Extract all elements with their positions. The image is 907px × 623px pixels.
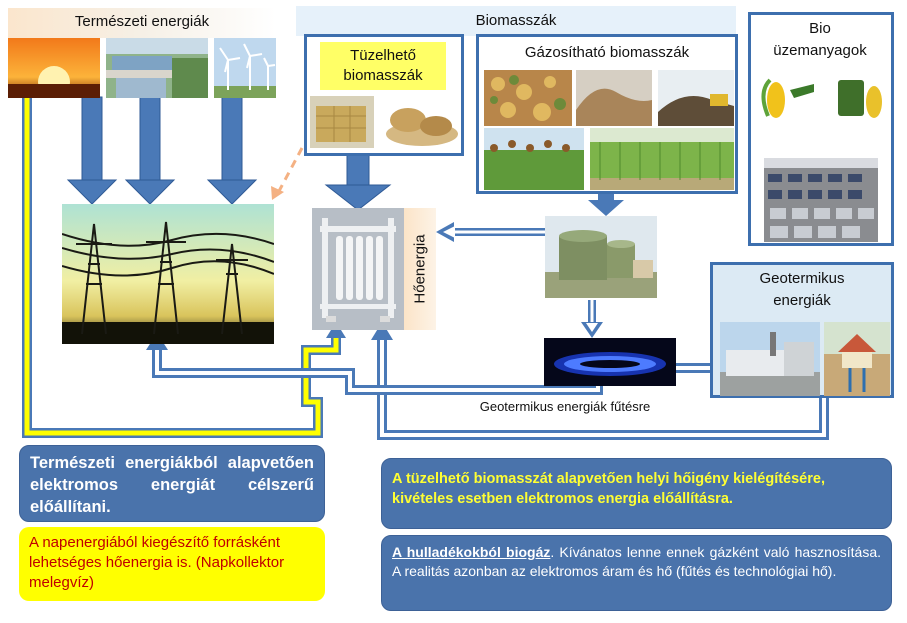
biogas-plant-photo [545, 216, 657, 298]
food-waste-photo [484, 70, 572, 126]
electric-energy-panel: Természeti energiákból alapvetően elektr… [19, 445, 325, 522]
solar-heat-text: A napenergiából kiegészítő forrásként le… [29, 534, 285, 591]
power-lines-photo [62, 204, 274, 344]
biofuel-corn-pump-photo [754, 72, 820, 124]
radiator-photo [312, 208, 404, 330]
hydro-dam-photo [106, 38, 208, 98]
biofuel-pump-photo [826, 72, 890, 124]
biomass-use-panel: A tüzelhető biomasszát alapvetően helyi … [381, 458, 892, 529]
arrow-wind-to-power [206, 96, 258, 205]
geothermal-station-photo [720, 322, 820, 396]
arrow-biogas-to-gas [581, 300, 603, 338]
solar-heat-line [22, 98, 346, 438]
biomass-use-text: A tüzelhető biomasszát alapvetően helyi … [392, 471, 825, 507]
biogas-body: . Kívánatos lenne ennek gázként való has… [392, 544, 881, 579]
biogas-panel: A hulladékokból biogáz. Kívánatos lenne … [381, 535, 892, 611]
corn-field-photo [590, 128, 734, 190]
arrow-biogas-to-heat [436, 222, 545, 242]
compost-tractor-photo [658, 70, 734, 126]
heat-energy-label-svg: Hőenergia [412, 234, 429, 304]
wood-chips-photo [378, 96, 460, 148]
combustible-biomass-title: Tüzelhető biomasszák [320, 42, 446, 90]
geothermal-heating-label: Geotermikus energiák fűtésre [479, 399, 651, 414]
manure-pile-photo [576, 70, 652, 126]
arrow-biomass-to-heat [324, 154, 392, 211]
biogas-text: A hulladékokból biogáz. Kívánatos lenne … [392, 543, 881, 581]
biomass-title: Biomasszák [296, 6, 736, 36]
hay-bales-photo [310, 96, 374, 148]
gas-flame-photo [544, 338, 676, 386]
sunset-photo [8, 38, 100, 98]
arrow-sun-to-power [66, 96, 118, 205]
wind-turbines-photo [214, 38, 276, 98]
heat-energy-label-box [404, 208, 436, 330]
arrow-gasifiable-to-biogas [588, 192, 624, 216]
natural-energies-title: Természeti energiák [8, 8, 276, 38]
electric-energy-text: Természeti energiákból alapvetően elektr… [30, 454, 314, 516]
gasifiable-biomass-title: Gázosítható biomasszák [524, 44, 690, 61]
arrow-hydro-to-power [124, 96, 176, 205]
traffic-jam-photo [764, 158, 878, 242]
arrow-biomass-to-power-dashed [271, 147, 304, 200]
sorghum-field-photo [484, 128, 584, 190]
geothermal-house-photo [824, 322, 890, 396]
biogas-title: A hulladékokból biogáz [392, 544, 551, 560]
heat-energy-label: Hőenergia [412, 234, 429, 304]
geothermal-title: Geotermikus energiák [759, 270, 845, 309]
biofuel-title: Bio üzemanyagok [773, 20, 867, 59]
solar-heat-panel: A napenergiából kiegészítő forrásként le… [19, 527, 325, 601]
